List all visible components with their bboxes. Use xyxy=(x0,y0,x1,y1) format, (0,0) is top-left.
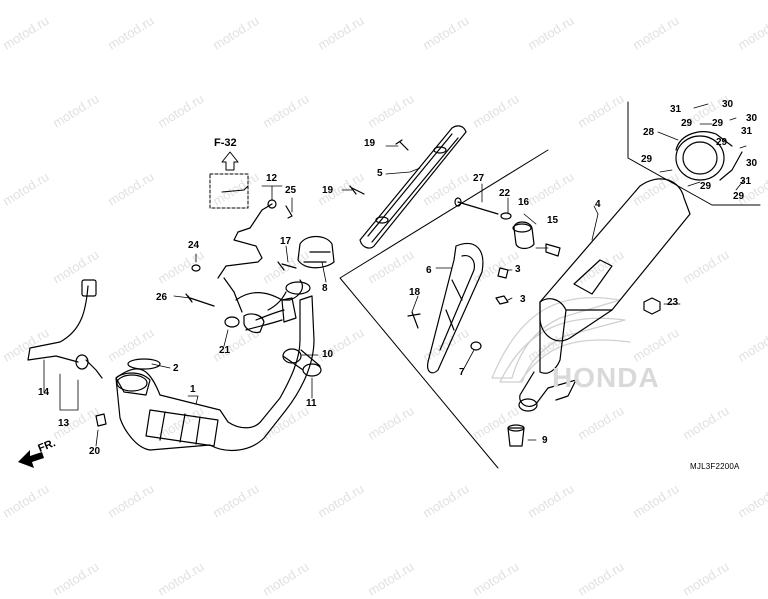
bolt-18 xyxy=(407,311,421,329)
clip-20 xyxy=(95,413,107,427)
callout-3: 3 xyxy=(515,264,521,275)
callout-1: 1 xyxy=(190,384,196,395)
end-cap xyxy=(507,427,525,447)
gasket xyxy=(127,358,161,370)
diagram-drawing xyxy=(18,101,761,469)
o2-sensor-harness xyxy=(27,279,103,379)
brand-mark: HONDA xyxy=(552,362,660,393)
callout-3: 3 xyxy=(520,294,526,305)
callout-2: 2 xyxy=(173,363,179,374)
callout-10: 10 xyxy=(322,349,334,360)
callout-16: 16 xyxy=(518,197,530,208)
clamp-band xyxy=(297,235,335,269)
rubber-mount xyxy=(282,348,322,377)
callout-25: 25 xyxy=(285,185,297,196)
bolt-17 xyxy=(277,261,297,271)
exhaust-pipe xyxy=(115,279,315,452)
mount-hardware xyxy=(454,197,561,257)
heat-shield-plate xyxy=(359,125,467,249)
callout-9: 9 xyxy=(542,435,548,446)
collar-7 xyxy=(470,341,482,351)
callout-29: 29 xyxy=(733,191,745,202)
callout-27: 27 xyxy=(473,173,485,184)
drawing-code: MJL3F2200A xyxy=(690,462,740,471)
callout-17: 17 xyxy=(280,236,292,247)
bolt-19a xyxy=(395,139,409,151)
callout-7: 7 xyxy=(459,367,465,378)
stud-bolt xyxy=(185,277,265,334)
callout-28: 28 xyxy=(643,127,655,138)
inset-frame xyxy=(627,101,761,206)
callout-24: 24 xyxy=(188,240,200,251)
nut-24 xyxy=(191,264,201,272)
muffler xyxy=(518,178,691,412)
callout-19: 19 xyxy=(364,138,376,149)
section-divider xyxy=(339,149,549,469)
callout-30: 30 xyxy=(722,99,734,110)
ref-arrow xyxy=(221,151,239,171)
bolt-19b xyxy=(349,185,365,195)
callout-18: 18 xyxy=(409,287,421,298)
muffler-bracket xyxy=(675,131,743,181)
ref-box xyxy=(209,173,249,209)
callout-23: 23 xyxy=(667,297,679,308)
callout-22: 22 xyxy=(499,188,511,199)
callout-31: 31 xyxy=(741,126,753,137)
callout-14: 14 xyxy=(38,387,50,398)
callout-29: 29 xyxy=(681,118,693,129)
callout-4: 4 xyxy=(595,199,601,210)
nut-3a xyxy=(497,267,509,279)
callout-29: 29 xyxy=(712,118,724,129)
callout-20: 20 xyxy=(89,446,101,457)
bolt-25 xyxy=(285,205,293,219)
callout-26: 26 xyxy=(156,292,168,303)
callout-29: 29 xyxy=(700,181,712,192)
callout-12: 12 xyxy=(266,173,278,184)
reference-label: F-32 xyxy=(214,137,237,149)
callout-8: 8 xyxy=(322,283,328,294)
front-direction-arrow xyxy=(18,450,44,468)
sensor-cable xyxy=(217,199,277,279)
callout-19: 19 xyxy=(322,185,334,196)
callout-29: 29 xyxy=(641,154,653,165)
callout-31: 31 xyxy=(670,104,682,115)
callout-30: 30 xyxy=(746,158,758,169)
callout-5: 5 xyxy=(377,168,383,179)
callout-21: 21 xyxy=(219,345,231,356)
nut xyxy=(643,297,661,315)
nut-3b xyxy=(495,295,509,305)
side-protector xyxy=(427,242,484,374)
callout-30: 30 xyxy=(746,113,758,124)
callout-13: 13 xyxy=(58,418,70,429)
callout-11: 11 xyxy=(306,398,317,409)
callout-31: 31 xyxy=(740,176,752,187)
callout-6: 6 xyxy=(426,265,432,276)
callout-15: 15 xyxy=(547,215,559,226)
leader-lines xyxy=(43,103,747,447)
callout-29: 29 xyxy=(716,137,728,148)
